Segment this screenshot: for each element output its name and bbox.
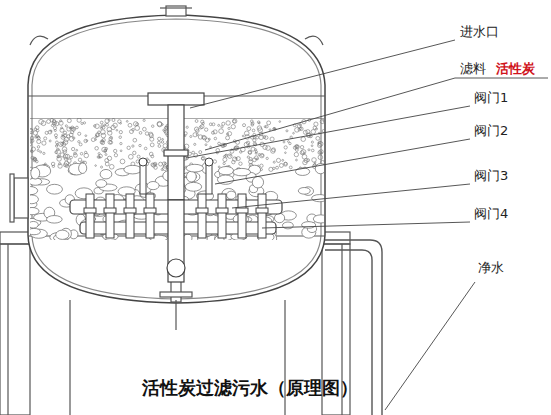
valve-label: 阀门3 — [474, 168, 508, 184]
media-label: 滤料 — [460, 61, 486, 77]
inlet-distributor — [148, 93, 204, 105]
tank-shell — [28, 15, 325, 303]
clean-water-label: 净水 — [478, 260, 504, 276]
figure-caption: 活性炭过滤污水（原理图） — [0, 376, 500, 400]
carbon-label: 活性炭 — [496, 61, 535, 77]
valve-label: 阀门1 — [474, 90, 508, 106]
side-nozzle — [14, 178, 28, 218]
outlet-valve — [167, 259, 185, 277]
valve-label: 阀门4 — [474, 206, 508, 222]
valve-1 — [164, 150, 188, 156]
bottom-flange — [160, 292, 192, 297]
valve-label: 阀门2 — [474, 123, 508, 139]
inlet-label: 进水口 — [460, 24, 499, 40]
stand-leg — [0, 244, 30, 415]
